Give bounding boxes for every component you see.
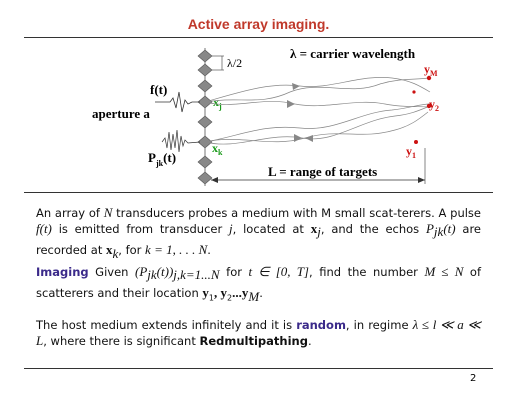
xj-label: xj [213, 95, 222, 111]
xk-label: xk [212, 141, 223, 157]
page-number: 2 [470, 373, 477, 384]
y1-label: y1 [406, 144, 416, 160]
scatterer-dot [412, 90, 416, 94]
scatterer-y1 [414, 140, 418, 144]
bottom-rule [24, 368, 493, 369]
figure-rule [24, 192, 493, 193]
array-imaging-figure: λ/2 λ = carrier wavelength f(t) xj apert… [92, 46, 439, 186]
scatterer-y2 [426, 103, 432, 109]
transducer-5 [197, 155, 213, 169]
lambda-half-label: λ/2 [227, 56, 242, 70]
ft-label: f(t) [150, 82, 167, 97]
transducer-2 [197, 63, 213, 77]
paragraph-description: An array of N transducers probes a mediu… [36, 205, 481, 261]
pjk-label: Pjk(t) [148, 150, 176, 168]
lambda-label: λ = carrier wavelength [290, 46, 416, 61]
transducer-3 [197, 79, 213, 93]
yM-label: yM [424, 62, 438, 78]
paragraph-imaging: Imaging Given (Pjk(t))j,k=1...N for t ∈ … [36, 264, 482, 304]
paragraph-medium: The host medium extends infinitely and i… [36, 317, 482, 348]
transducer-1 [197, 49, 213, 63]
transducer-6 [197, 171, 213, 185]
slide-title: Active array imaging. [187, 16, 330, 32]
pulse-waveform [155, 91, 200, 113]
top-rule [24, 37, 493, 38]
transducer-4 [197, 115, 213, 129]
transducers [197, 49, 213, 185]
multipath-rays [204, 77, 431, 145]
ray-arrows [287, 83, 313, 142]
aperture-label: aperture a [92, 106, 150, 121]
imaging-keyword: Imaging [36, 265, 89, 279]
y2-label: y2 [429, 97, 439, 113]
random-keyword: random [296, 318, 346, 332]
scatterer-yM [426, 75, 432, 81]
echo-waveform [161, 129, 201, 153]
range-label: L = range of targets [268, 164, 377, 179]
multipathing-keyword: Redmultipathing [199, 334, 308, 348]
